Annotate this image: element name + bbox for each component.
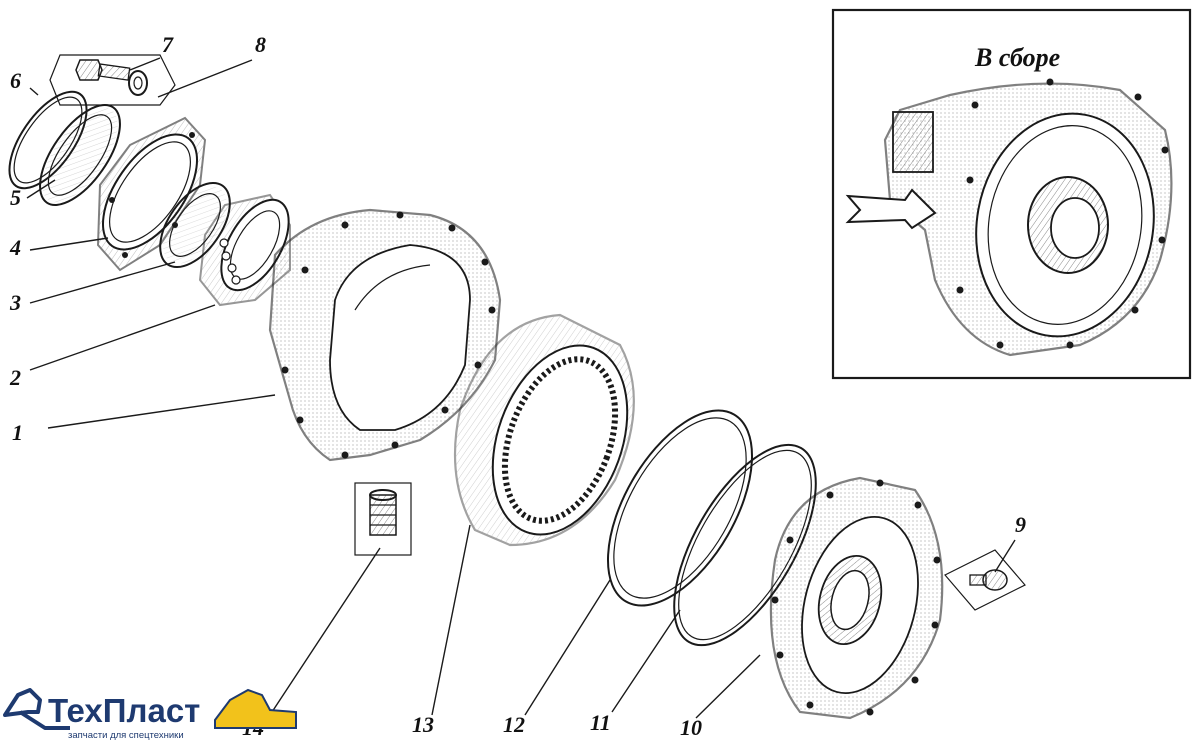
callout-8: 8 <box>255 32 266 57</box>
callout-7: 7 <box>162 32 174 57</box>
part-9-screw <box>944 549 1026 611</box>
callout-12: 12 <box>503 712 525 737</box>
callout-9: 9 <box>1015 512 1026 537</box>
assembled-view-inset: В сборе <box>831 8 1192 380</box>
part-12-split-ring <box>606 409 754 607</box>
part-2-roller-bearing <box>198 193 291 307</box>
part-1-housing <box>268 208 502 462</box>
logo-name: ТехПласт <box>48 692 200 729</box>
callout-10: 10 <box>680 715 702 740</box>
callout-6: 6 <box>10 68 21 93</box>
callout-labels: 1 2 3 4 5 6 7 8 9 10 11 12 13 14 <box>9 32 1026 740</box>
callout-3: 3 <box>9 290 21 315</box>
callout-5: 5 <box>10 185 21 210</box>
part-10-cover-flange <box>769 476 944 720</box>
part-13-ring-gear <box>453 313 635 547</box>
part-14-plug <box>354 482 412 556</box>
leader-lines <box>26 57 1016 719</box>
part-8-washer <box>128 70 148 96</box>
logo-tagline: запчасти для спецтехники <box>68 730 184 741</box>
callout-4: 4 <box>9 235 21 260</box>
callout-11: 11 <box>590 710 611 735</box>
excavator-icon <box>3 688 70 730</box>
callout-13: 13 <box>412 712 434 737</box>
assembly-arrow-icon <box>845 188 937 230</box>
callout-1: 1 <box>12 420 23 445</box>
callout-2: 2 <box>9 365 21 390</box>
loader-icon <box>214 688 297 729</box>
part-7-bolt <box>49 54 176 106</box>
part-5-ring <box>39 104 121 206</box>
techplast-logo: ТехПласт запчасти для спецтехники <box>3 688 297 741</box>
inset-title: В сборе <box>974 43 1060 72</box>
